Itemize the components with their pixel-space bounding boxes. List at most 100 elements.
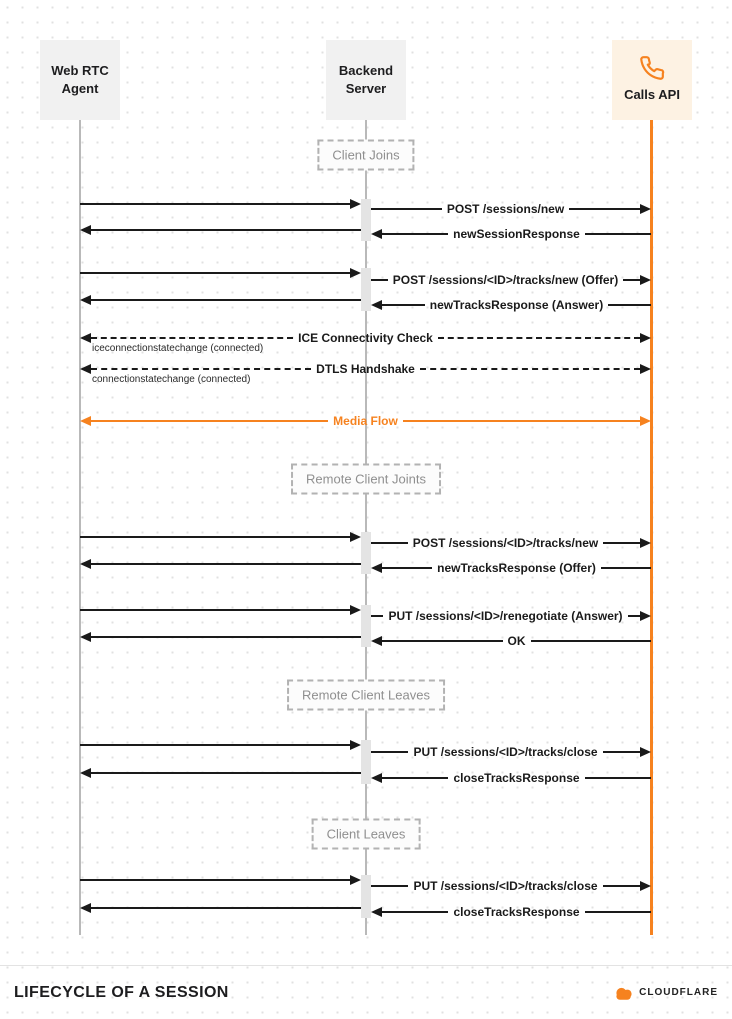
message-newtracksresponse-answer: newTracksResponse (Answer) [371,298,651,312]
message-label: POST /sessions/<ID>/tracks/new [412,536,599,550]
phase-label-client-leaves: Client Leaves [311,818,421,850]
arrowhead-right [350,268,361,278]
arrowhead-left [371,563,382,573]
message-newtracksresponse-offer: newTracksResponse (Offer) [371,561,651,575]
message-line [371,751,409,753]
arrowhead-left [80,903,91,913]
message-put-sessions-id-tracks-close: PUT /sessions/<ID>/tracks/close [371,745,652,759]
message-line [382,640,503,642]
message-line [584,911,652,913]
arrowhead-left [80,632,91,642]
message-line [80,609,350,611]
message-line [80,744,350,746]
arrowhead-left [80,333,91,343]
message-label: newTracksResponse (Answer) [429,298,604,312]
message-line [91,229,361,231]
actor-webrtc-agent: Web RTC Agent [40,40,120,120]
message-label: POST /sessions/new [446,202,565,216]
message-arrow [80,266,361,280]
message-arrow [80,873,361,887]
phase-label-client-joins: Client Joins [317,139,415,171]
message-line [602,885,641,887]
arrowhead-left [80,225,91,235]
phase-label-remote-client-joints: Remote Client Joints [291,463,441,495]
brand-text: CLOUDFLARE [639,987,718,998]
message-line [371,208,442,210]
message-ok: OK [371,634,651,648]
arrowhead-right [350,532,361,542]
activation-bar [361,199,371,241]
message-line [382,304,425,306]
message-arrow [80,530,361,544]
message-line [530,640,651,642]
message-label: Media Flow [333,414,398,428]
cloudflare-cloud-icon [616,987,632,1000]
message-arrow [80,630,361,644]
message-label: newSessionResponse [453,227,580,241]
arrowhead-right [640,611,652,621]
message-line [91,368,312,370]
arrowhead-right [640,333,652,343]
actor-calls-api: Calls API [612,40,692,120]
actor-label: Web RTC [51,62,109,78]
activation-bar [361,605,371,647]
message-line [80,879,350,881]
arrowhead-right [350,740,361,750]
message-line [603,542,641,544]
message-line [627,615,641,617]
message-line [623,279,641,281]
message-line [371,885,409,887]
arrowhead-left [371,907,382,917]
arrowhead-right [350,605,361,615]
message-post-sessions-id-tracks-new-offer: POST /sessions/<ID>/tracks/new (Offer) [371,273,652,287]
arrowhead-left [80,295,91,305]
message-arrow [80,901,361,915]
arrowhead-left [371,773,382,783]
activation-bar [361,740,371,784]
arrowhead-right [640,747,652,757]
message-label: ICE Connectivity Check [298,331,433,345]
lifeline-calls-api [650,120,653,935]
message-closetracksresponse: closeTracksResponse [371,771,652,785]
arrowhead-right [350,875,361,885]
message-label: POST /sessions/<ID>/tracks/new (Offer) [392,273,619,287]
cloudflare-logo: CLOUDFLARE [613,986,718,1000]
actor-backend-server: Backend Server [326,40,406,120]
arrowhead-left [371,300,382,310]
arrowhead-right [350,199,361,209]
lifeline-webrtc-agent [79,120,81,935]
message-line [91,907,361,909]
message-line [80,203,350,205]
message-arrow [80,766,361,780]
arrowhead-right [640,538,652,548]
message-line [91,337,294,339]
message-arrow [80,603,361,617]
message-arrow [80,293,361,307]
message-arrow [80,738,361,752]
message-line [80,272,350,274]
arrowhead-left [80,416,91,426]
page-title: LIFECYCLE OF A SESSION [14,983,229,1001]
arrowhead-left [371,636,382,646]
message-line [91,563,361,565]
message-arrow [80,223,361,237]
message-line [91,636,361,638]
message-newsessionresponse: newSessionResponse [371,227,651,241]
message-line [608,304,651,306]
message-line [80,536,350,538]
phase-label-remote-client-leaves: Remote Client Leaves [287,679,445,711]
arrowhead-left [80,559,91,569]
message-arrow [80,557,361,571]
message-sublabel: iceconnectionstatechange (connected) [92,343,264,354]
arrowhead-right [640,881,652,891]
lifeline-backend-server [365,120,367,935]
message-post-sessions-new: POST /sessions/new [371,202,651,216]
message-line [91,772,361,774]
activation-bar [361,532,371,574]
message-ice-connectivity-check: ICE Connectivity Check [80,331,652,345]
message-label: PUT /sessions/<ID>/renegotiate (Answer) [388,609,623,623]
message-line [402,420,641,422]
message-line [600,567,651,569]
